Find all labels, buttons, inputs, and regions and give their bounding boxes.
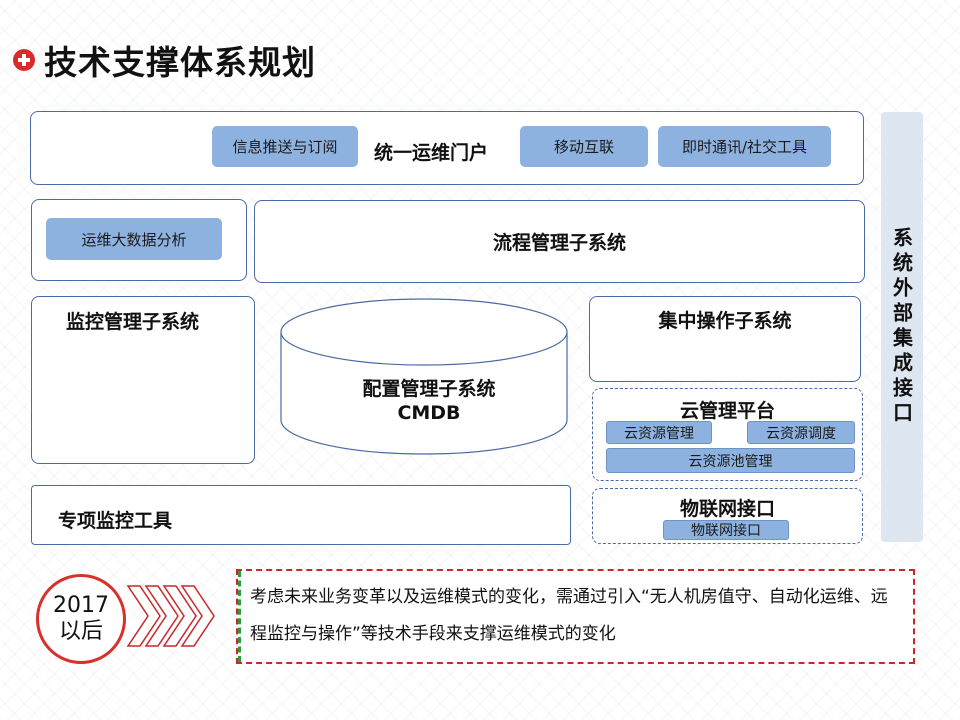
note-accent-line	[238, 571, 241, 662]
cmdb-line2: CMDB	[397, 402, 461, 424]
plus-icon	[13, 49, 35, 71]
timeline-note: 考虑未来业务变革以及运维模式的变化，需通过引入“无人机房值守、自动化运维、远程监…	[236, 569, 915, 664]
chevron-arrows-icon	[126, 585, 215, 647]
portal-chip-push: 信息推送与订阅	[212, 126, 358, 167]
page-title: 技术支撑体系规划	[44, 43, 316, 82]
portal-chip-im: 即时通讯/社交工具	[658, 126, 831, 167]
monitor-box	[31, 296, 255, 464]
external-integration-panel: 系统外部集成接口	[881, 112, 923, 542]
cmdb-line1: 配置管理子系统	[362, 378, 496, 400]
iot-chip: 物联网接口	[663, 520, 789, 540]
iot-label: 物联网接口	[679, 498, 775, 520]
special-box	[31, 485, 571, 545]
process-label: 流程管理子系统	[492, 232, 626, 254]
central-label: 集中操作子系统	[658, 310, 792, 332]
portal-label: 统一运维门户	[374, 142, 489, 164]
year-badge: 2017 以后	[36, 574, 126, 664]
cmdb-label: 配置管理子系统 CMDB	[324, 377, 534, 425]
year-after-text: 以后	[58, 619, 103, 644]
cmdb-cylinder	[280, 298, 568, 455]
process-box: 流程管理子系统	[254, 200, 865, 283]
portal-chip-mobile: 移动互联	[520, 126, 648, 167]
monitor-label: 监控管理子系统	[66, 311, 200, 333]
cloud-chip-pool: 云资源池管理	[606, 448, 855, 473]
cloud-chip-resource: 云资源管理	[606, 421, 712, 444]
year-text: 2017	[53, 592, 109, 618]
bigdata-chip: 运维大数据分析	[46, 218, 222, 260]
external-integration-label: 系统外部集成接口	[889, 227, 914, 427]
central-box	[589, 296, 861, 382]
cloud-chip-schedule: 云资源调度	[747, 421, 855, 444]
cloud-label: 云管理平台	[679, 400, 775, 422]
special-label: 专项监控工具	[58, 510, 173, 532]
